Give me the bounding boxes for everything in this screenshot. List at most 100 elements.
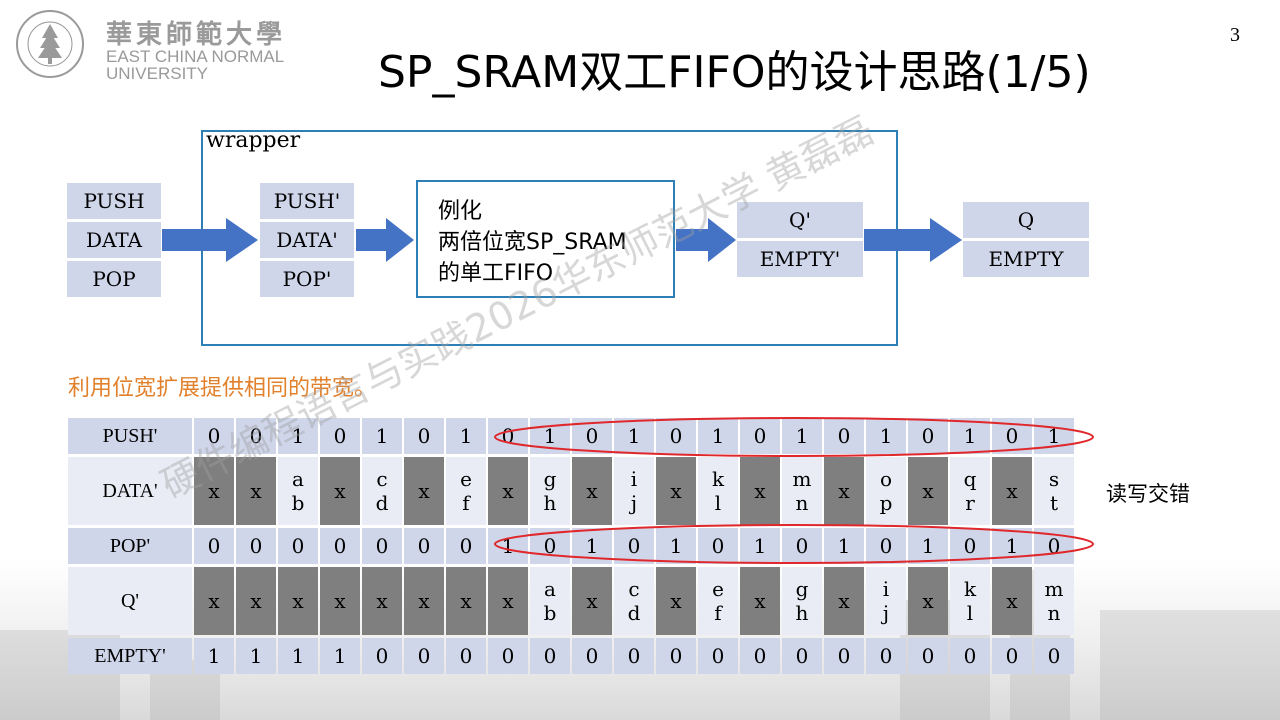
timing-cell: x <box>992 567 1032 635</box>
timing-cell: 0 <box>236 418 276 454</box>
timing-cell: 0 <box>1034 638 1074 674</box>
timing-cell: 1 <box>488 528 528 564</box>
inner-input-signal: PUSH' <box>260 183 354 219</box>
timing-cell: 0 <box>992 638 1032 674</box>
timing-cell: 0 <box>950 528 990 564</box>
input-signal: DATA <box>67 222 161 258</box>
timing-cell: 0 <box>278 528 318 564</box>
timing-cell: x <box>740 567 780 635</box>
timing-cell: 0 <box>572 418 612 454</box>
timing-cell: x <box>236 567 276 635</box>
timing-cell: x <box>488 567 528 635</box>
timing-cell: 0 <box>908 638 948 674</box>
timing-cell: 0 <box>866 638 906 674</box>
timing-cell: x <box>740 457 780 525</box>
timing-cell: 0 <box>740 418 780 454</box>
timing-cell: 0 <box>404 638 444 674</box>
timing-row-label: EMPTY' <box>68 638 192 674</box>
timing-cell: x <box>278 567 318 635</box>
arrow-right-icon <box>162 218 258 262</box>
timing-cell: 0 <box>488 638 528 674</box>
timing-cell: x <box>656 457 696 525</box>
timing-cell: 0 <box>782 638 822 674</box>
wrapper-label: wrapper <box>206 128 301 153</box>
timing-cell: x <box>236 457 276 525</box>
timing-cell: 0 <box>782 528 822 564</box>
timing-cell: 0 <box>320 528 360 564</box>
timing-cell: 0 <box>1034 528 1074 564</box>
timing-cell: x <box>194 567 234 635</box>
timing-cell: x <box>446 567 486 635</box>
output-signals: Q EMPTY <box>963 202 1089 280</box>
inner-input-signal: POP' <box>260 261 354 297</box>
timing-cell: x <box>824 457 864 525</box>
timing-cell: 0 <box>446 528 486 564</box>
timing-cell: 0 <box>530 528 570 564</box>
timing-cell: 0 <box>656 418 696 454</box>
timing-row-label: DATA' <box>68 457 192 525</box>
input-signal: POP <box>67 261 161 297</box>
timing-cell: 0 <box>698 528 738 564</box>
timing-cell: 0 <box>614 638 654 674</box>
timing-cell: 0 <box>614 528 654 564</box>
timing-cell: 0 <box>320 418 360 454</box>
timing-cell: 1 <box>950 418 990 454</box>
timing-cell: x <box>824 567 864 635</box>
timing-cell: 0 <box>950 638 990 674</box>
university-logo: 華東師範大學 EAST CHINA NORMAL UNIVERSITY <box>8 8 298 82</box>
timing-row-label: Q' <box>68 567 192 635</box>
timing-cell: 0 <box>698 638 738 674</box>
instance-line: 两倍位宽SP_SRAM <box>438 230 627 255</box>
timing-cell: 1 <box>782 418 822 454</box>
timing-cell: 0 <box>404 418 444 454</box>
inner-input-signals: PUSH' DATA' POP' <box>260 183 354 300</box>
timing-cell: x <box>194 457 234 525</box>
timing-cell: 0 <box>446 638 486 674</box>
timing-cell: 0 <box>824 638 864 674</box>
timing-cell: 1 <box>866 418 906 454</box>
timing-cell: x <box>992 457 1032 525</box>
inner-output-signal: Q' <box>737 202 863 238</box>
timing-cell: 1 <box>572 528 612 564</box>
output-signal: Q <box>963 202 1089 238</box>
timing-cell: 0 <box>488 418 528 454</box>
timing-cell: 1 <box>698 418 738 454</box>
timing-cell: x <box>572 567 612 635</box>
timing-cell: 0 <box>656 638 696 674</box>
timing-cell: 0 <box>236 528 276 564</box>
timing-row-label: PUSH' <box>68 418 192 454</box>
timing-cell: x <box>362 567 402 635</box>
timing-cell: 0 <box>740 638 780 674</box>
timing-cell: 1 <box>446 418 486 454</box>
timing-cell: 1 <box>908 528 948 564</box>
arrow-right-icon <box>676 218 736 262</box>
timing-cell: 0 <box>824 418 864 454</box>
arrow-right-icon <box>864 218 962 262</box>
timing-cell: x <box>572 457 612 525</box>
timing-cell: 1 <box>530 418 570 454</box>
inner-output-signal: EMPTY' <box>737 241 863 277</box>
timing-cell: 1 <box>824 528 864 564</box>
timing-cell: 0 <box>362 528 402 564</box>
timing-cell: x <box>404 457 444 525</box>
timing-cell: 1 <box>740 528 780 564</box>
timing-cell: 1 <box>1034 418 1074 454</box>
timing-cell: 0 <box>194 528 234 564</box>
timing-row-label: POP' <box>68 528 192 564</box>
instance-line: 的单工FIFO <box>438 261 554 286</box>
timing-cell: x <box>908 457 948 525</box>
timing-cell: x <box>404 567 444 635</box>
